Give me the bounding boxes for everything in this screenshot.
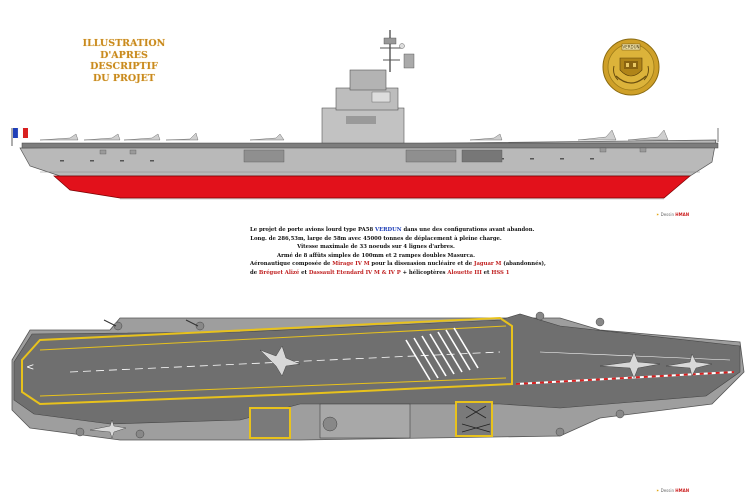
caption-line: ILLUSTRATION <box>82 38 166 49</box>
hull-red <box>53 175 691 199</box>
illustration-caption: ILLUSTRATION D'APRES DESCRIPTIF DU PROJE… <box>80 38 168 84</box>
project-description: Le projet de porte avions lourd type PA5… <box>250 227 546 276</box>
caption-line: DESCRIPTIF <box>90 61 158 72</box>
caption-line: DU PROJET <box>93 72 155 84</box>
artist-signature: ✶ Dessin HMAN <box>656 488 690 493</box>
caption-line: D'APRES <box>100 49 148 61</box>
emblem-label: VERDUN <box>622 45 639 50</box>
island-superstructure <box>321 30 415 144</box>
svg-text:<: < <box>26 362 34 373</box>
artist-signature: ✶ Dessin HMAN <box>656 212 690 217</box>
hull-grey <box>19 139 717 177</box>
deck-aircraft <box>39 129 669 141</box>
ship-name: VERDUN <box>374 227 402 233</box>
ship-emblem: VERDUN <box>602 38 660 96</box>
french-flag-icon <box>11 127 28 146</box>
